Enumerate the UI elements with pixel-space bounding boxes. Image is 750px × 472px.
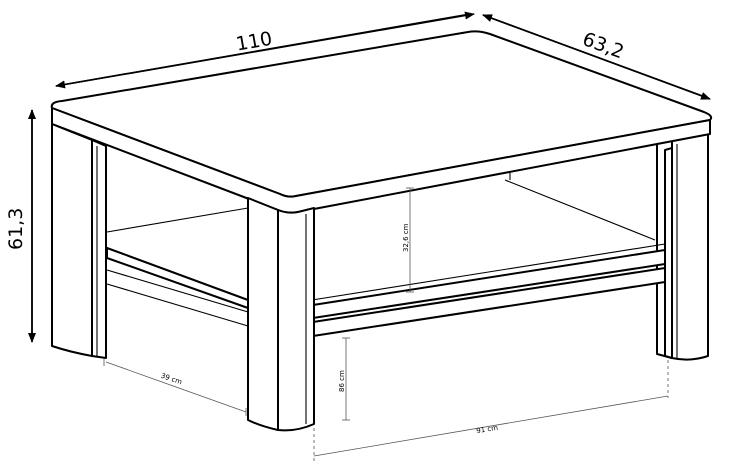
shelf-clearance-label: 32,6 cm bbox=[402, 223, 410, 252]
right-front-leg bbox=[664, 147, 673, 359]
back-rail bbox=[504, 172, 656, 241]
floor-clearance-label: 86 cm bbox=[338, 370, 346, 392]
shelf-clearance-dimension: 32,6 cm bbox=[402, 187, 414, 293]
height-dimension: 61,3 bbox=[5, 109, 36, 343]
left-front-leg bbox=[51, 123, 107, 359]
leg-spacing-width-label: 91 cm bbox=[476, 424, 499, 436]
height-label: 61,3 bbox=[5, 208, 27, 250]
lower-shelf bbox=[106, 207, 666, 337]
leg-spacing-width-dimension: 91 cm bbox=[313, 360, 669, 462]
leg-spacing-depth-label: 39 cm bbox=[160, 372, 183, 387]
depth-label: 63,2 bbox=[580, 28, 627, 63]
width-label: 110 bbox=[234, 28, 274, 56]
floor-clearance-dimension: 86 cm bbox=[338, 337, 350, 421]
front-corner-leg bbox=[247, 197, 315, 432]
leg-spacing-depth-dimension: 39 cm bbox=[103, 358, 247, 416]
